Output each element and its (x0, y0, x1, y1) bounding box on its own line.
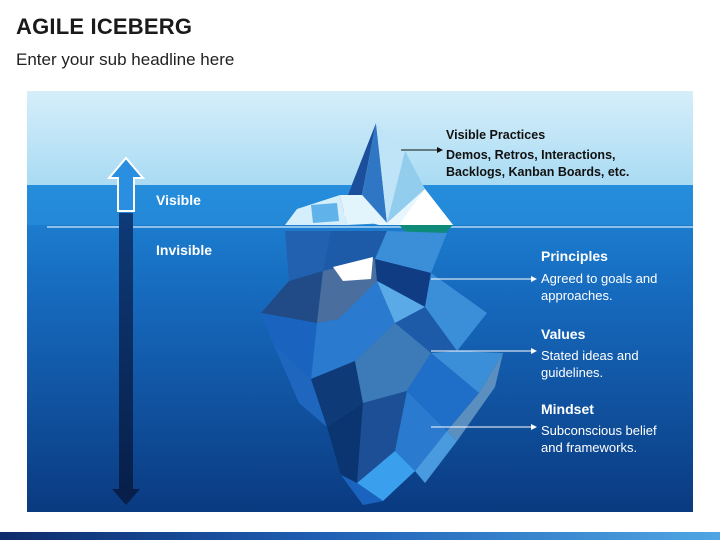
values-line1: Stated ideas and (541, 348, 639, 363)
principles-line1: Agreed to goals and (541, 271, 658, 286)
iceberg-diagram: Visible Invisible Visible Practices Demo… (27, 91, 693, 512)
iceberg-illustration (27, 91, 693, 512)
visible-label: Visible (156, 192, 201, 208)
connector-values (431, 348, 537, 354)
mindset-line2: and frameworks. (541, 440, 638, 455)
iceberg-underwater (261, 231, 503, 505)
connector-visible-practices (401, 147, 443, 153)
down-arrow-icon (112, 213, 140, 505)
mindset-line1: Subconscious belief (541, 423, 657, 438)
up-arrow-icon (106, 156, 146, 212)
visible-practices-line1: Demos, Retros, Interactions, (446, 148, 616, 162)
footer-bar (0, 532, 720, 540)
mindset-heading: Mindset (541, 401, 594, 417)
principles-line2: approaches. (541, 288, 613, 303)
page-title: AGILE ICEBERG (16, 14, 193, 39)
connector-principles (431, 276, 537, 282)
values-line2: guidelines. (541, 365, 604, 380)
visible-practices-heading: Visible Practices (446, 128, 546, 142)
connector-mindset (431, 424, 537, 430)
invisible-label: Invisible (156, 242, 213, 258)
principles-heading: Principles (541, 248, 608, 264)
page-subtitle: Enter your sub headline here (16, 50, 235, 69)
values-heading: Values (541, 326, 586, 342)
iceberg-tip (285, 123, 453, 233)
visible-practices-line2: Backlogs, Kanban Boards, etc. (446, 165, 630, 179)
